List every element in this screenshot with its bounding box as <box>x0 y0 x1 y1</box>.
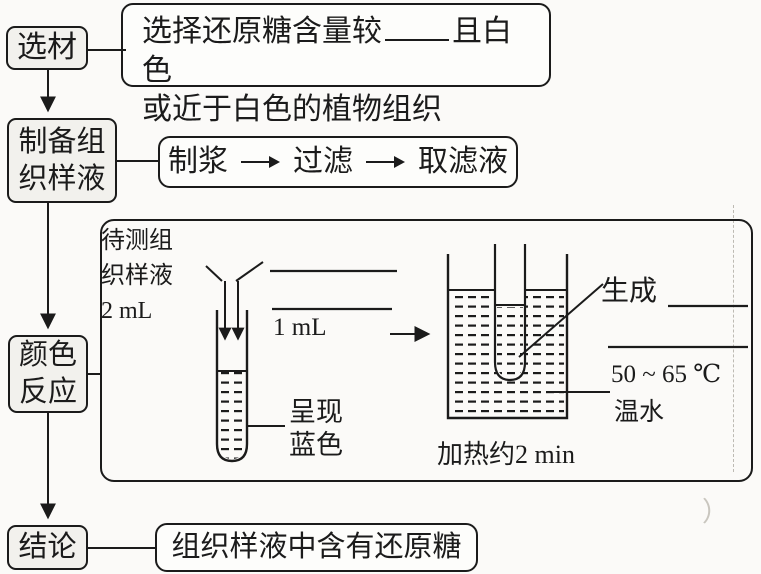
scan-artifact-paren: ） <box>702 497 729 527</box>
criteria-text: 选择还原糖含量较 <box>142 15 382 48</box>
heat-duration-label: 加热约2 min <box>437 440 575 469</box>
stage-box-prepare: 制备组 织样液 <box>7 118 117 203</box>
color-reaction-detail-box <box>100 219 753 482</box>
step-label: 过滤 <box>293 145 353 179</box>
step-label: 取滤液 <box>418 145 508 179</box>
sample-volume-label: 待测组 织样液 2 mL <box>101 228 173 324</box>
right-arrow-icon <box>366 156 405 168</box>
conclusion-text: 组织样液中含有还原糖 <box>171 531 462 564</box>
stage-box-color-reaction: 颜色 反应 <box>8 335 88 413</box>
criteria-line1: 选择还原糖含量较且白色 <box>142 9 539 90</box>
criteria-line2: 或近于白色的植物组织 <box>142 93 442 126</box>
criteria-text: 且白色 <box>142 15 512 87</box>
stage-label: 颜色 反应 <box>18 339 77 408</box>
prepare-steps-box: 制浆 过滤 取滤液 <box>158 136 518 188</box>
stage-label: 选材 <box>17 31 77 65</box>
water-temp-label: 50 ~ 65 ℃ <box>611 361 722 388</box>
scan-artifact-line <box>733 205 734 472</box>
stage-label: 结论 <box>18 531 77 564</box>
blank-underline <box>385 9 449 41</box>
conclusion-text-box: 组织样液中含有还原糖 <box>155 523 478 572</box>
stage-box-select: 选材 <box>6 26 88 70</box>
reagent-volume-label: 1 mL <box>273 314 327 341</box>
warm-water-label: 温水 <box>614 399 665 426</box>
stage-label: 制备组 织样液 <box>18 125 106 195</box>
prepare-steps: 制浆 过滤 取滤液 <box>168 143 508 181</box>
blue-color-result-label: 呈现 蓝色 <box>289 397 343 460</box>
step-label: 制浆 <box>168 145 228 179</box>
stage-box-conclusion: 结论 <box>7 525 88 570</box>
right-arrow-icon <box>241 156 280 168</box>
selection-criteria-box: 选择还原糖含量较且白色 或近于白色的植物组织 <box>121 3 551 126</box>
produce-label: 生成 <box>601 276 658 307</box>
